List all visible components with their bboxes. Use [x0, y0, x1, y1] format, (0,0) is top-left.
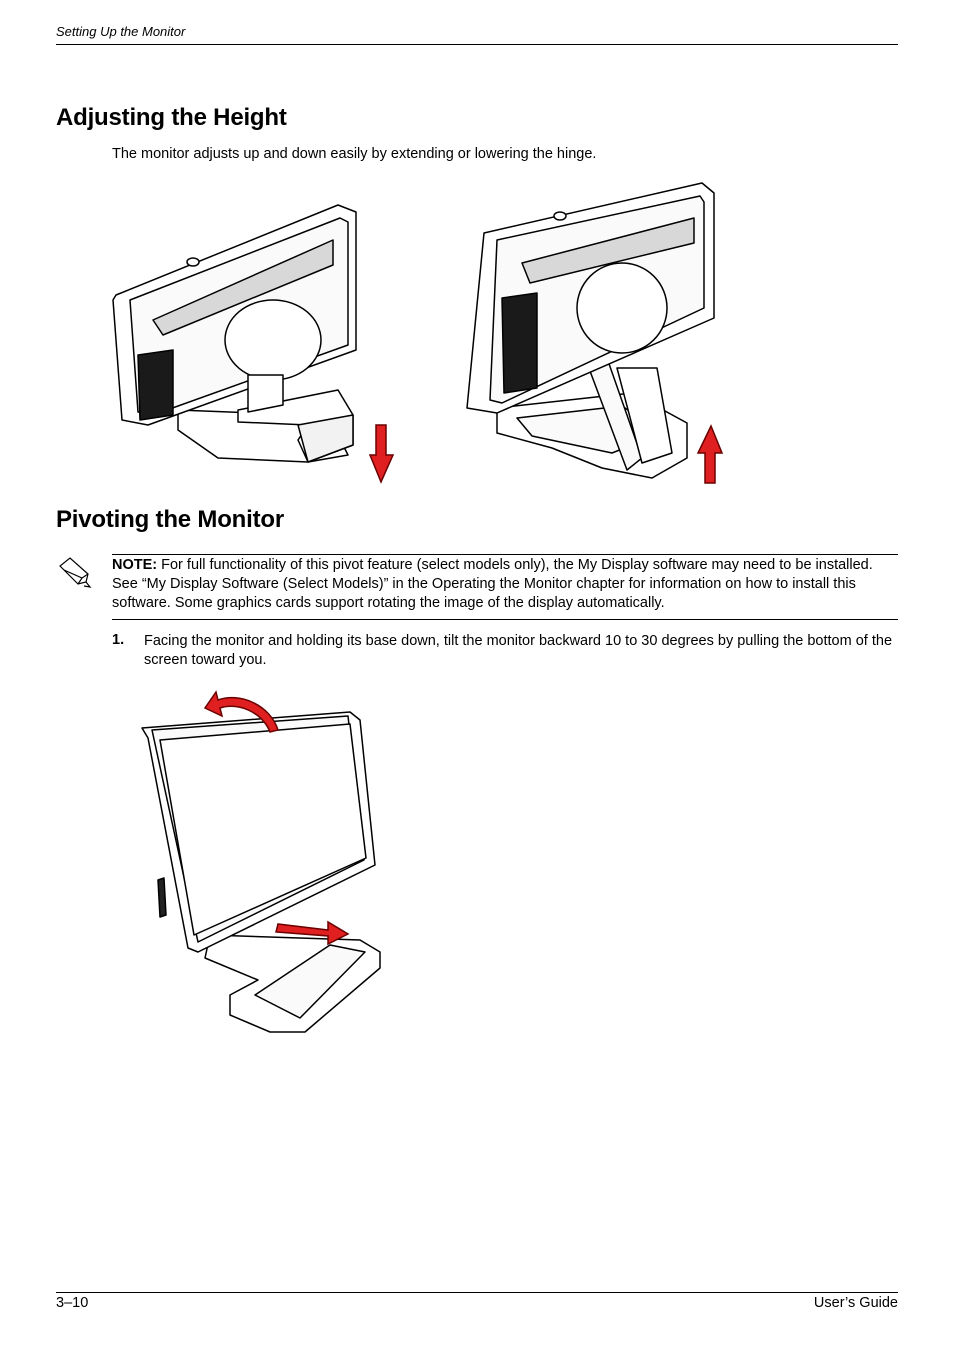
note-paragraph: NOTE: For full functionality of this piv…	[112, 556, 898, 613]
note-label: NOTE:	[112, 557, 158, 573]
arrow-up-icon	[696, 424, 724, 484]
note-text: For full functionality of this pivot fea…	[112, 557, 873, 611]
pull-arrow-icon	[275, 920, 350, 946]
step-1: 1. Facing the monitor and holding its ba…	[112, 632, 898, 670]
footer-guide-name: User’s Guide	[813, 1295, 898, 1311]
note-top-rule	[112, 554, 898, 555]
rotate-arrow-icon	[203, 690, 279, 733]
height-body-text: The monitor adjusts up and down easily b…	[112, 146, 597, 162]
section-title-height: Adjusting the Height	[56, 104, 287, 131]
header-rule	[56, 44, 898, 45]
section-title-pivot: Pivoting the Monitor	[56, 506, 284, 533]
note-box: NOTE: For full functionality of this piv…	[112, 556, 898, 613]
monitor-raised-illustration	[466, 182, 724, 484]
footer-page-number: 3–10	[56, 1295, 89, 1311]
step-text: Facing the monitor and holding its base …	[144, 633, 893, 668]
pencil-note-icon	[59, 557, 92, 588]
step-number: 1.	[112, 632, 125, 648]
monitor-lowered-illustration	[112, 204, 395, 484]
note-bottom-rule	[112, 619, 898, 620]
arrow-down-icon	[368, 424, 395, 484]
running-header: Setting Up the Monitor	[56, 24, 186, 39]
monitor-tilt-illustration	[141, 690, 381, 1033]
footer-rule	[56, 1292, 898, 1293]
